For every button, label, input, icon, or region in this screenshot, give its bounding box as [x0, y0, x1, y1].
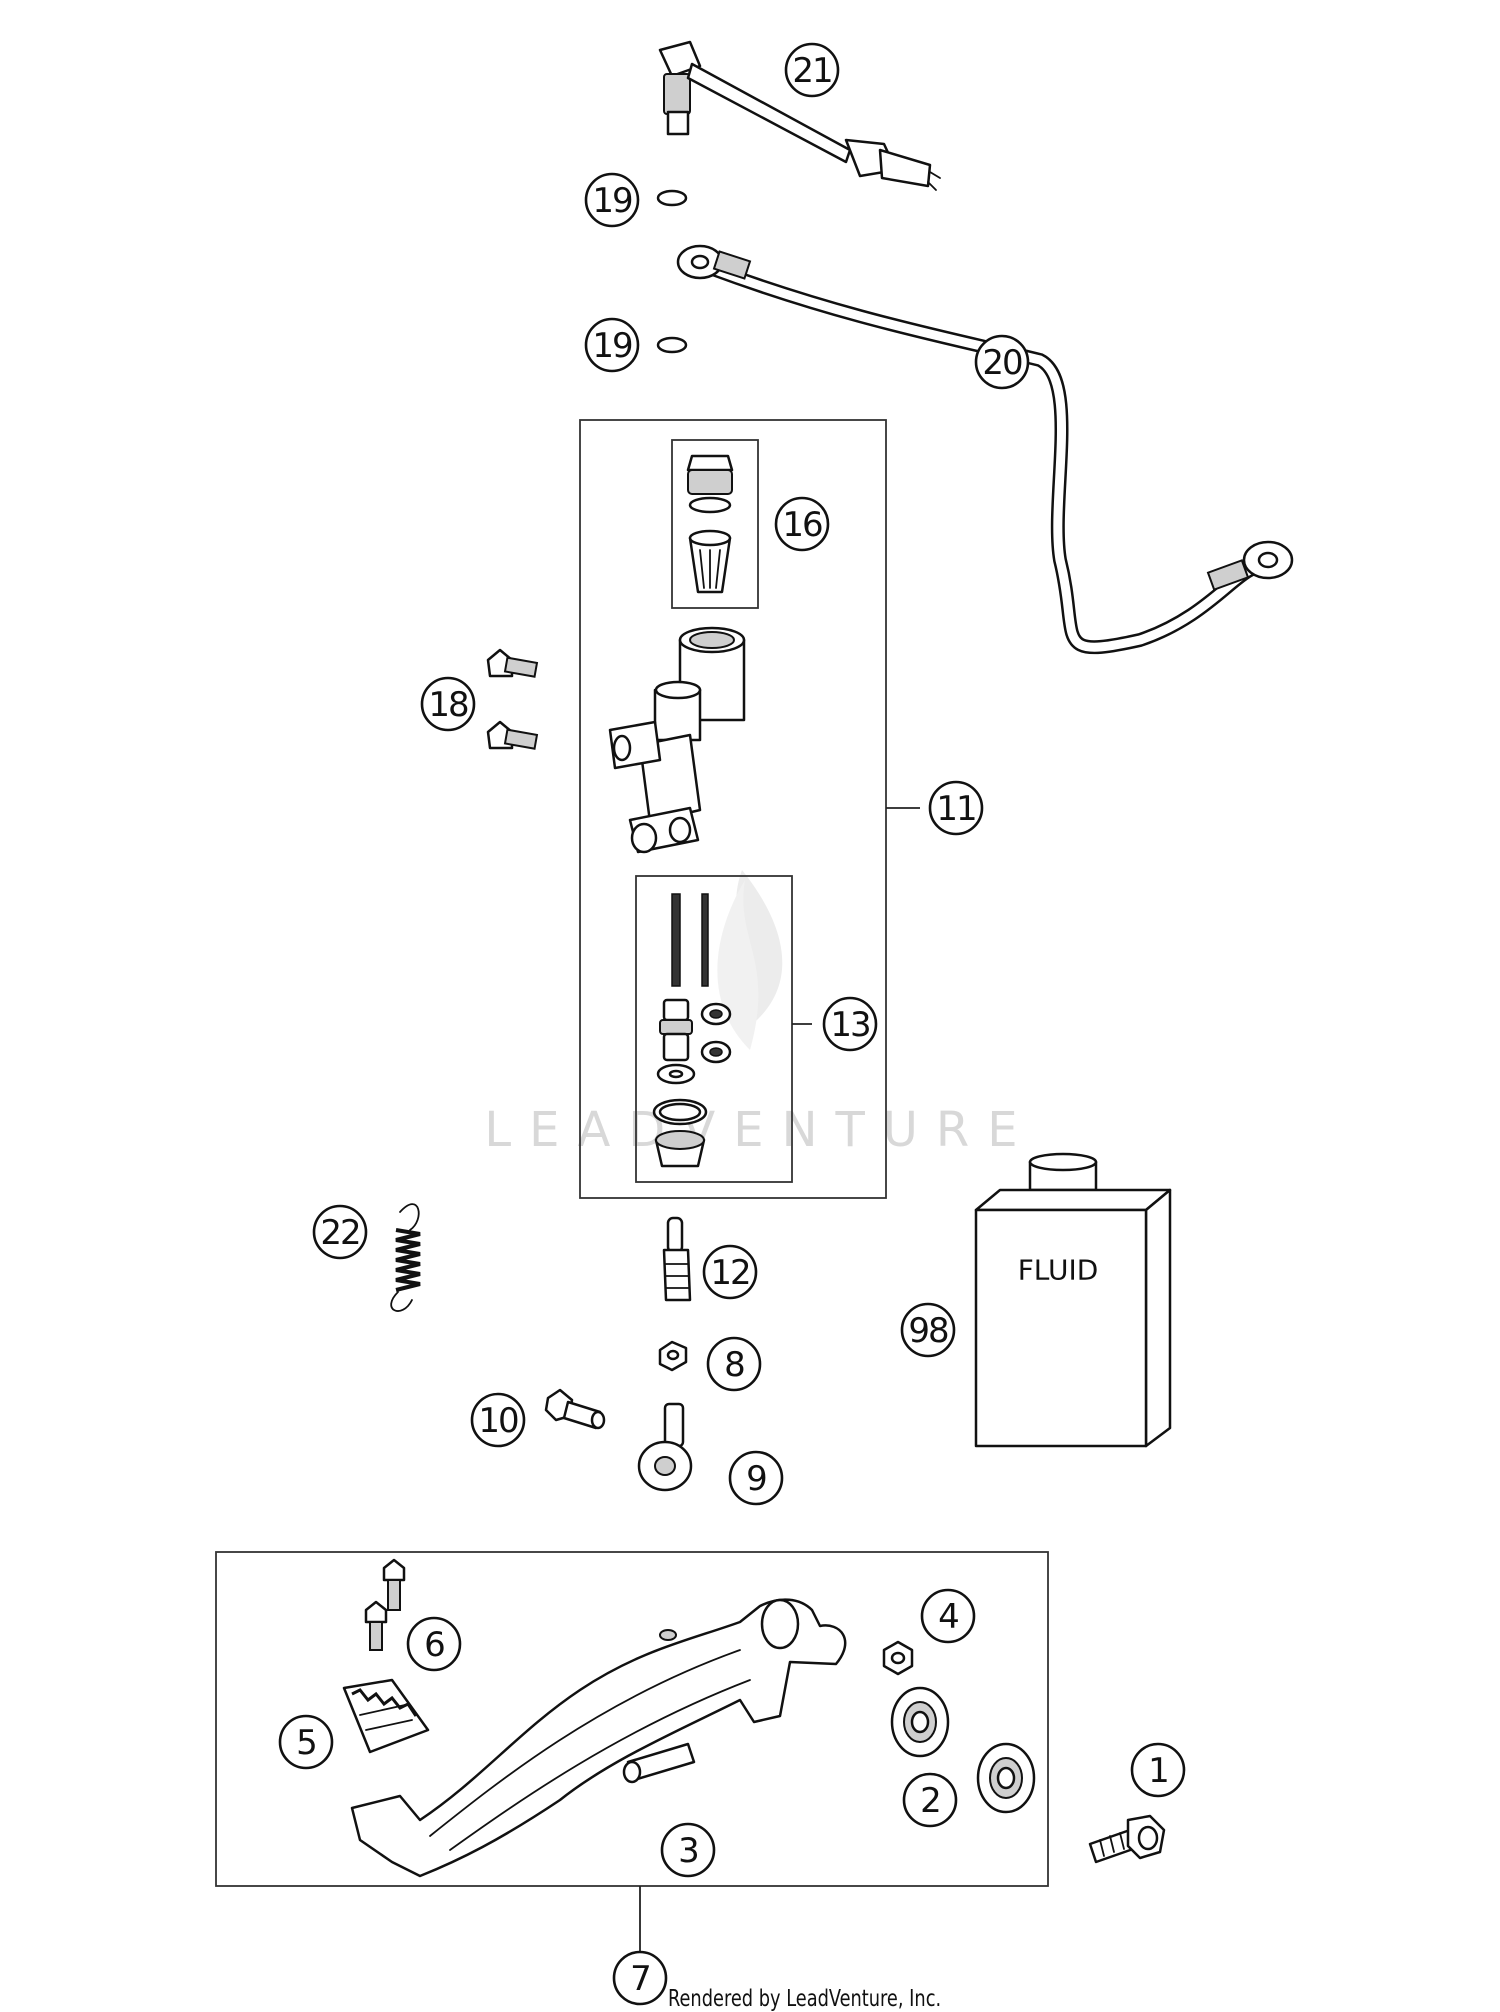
svg-text:9: 9 — [746, 1459, 766, 1499]
callout-8: 8 — [706, 1336, 762, 1392]
svg-text:1: 1 — [1148, 1751, 1168, 1791]
brake-fluid-bottle: FLUID — [974, 1152, 1172, 1448]
brake-light-switch — [658, 40, 941, 191]
svg-text:3: 3 — [678, 1831, 698, 1871]
svg-text:19: 19 — [592, 326, 632, 366]
svg-text:22: 22 — [320, 1213, 359, 1253]
callout-11: 11 — [928, 780, 984, 836]
brake-line — [676, 244, 1294, 655]
master-cylinder-group-box — [579, 419, 887, 1199]
reservoir-cap — [686, 454, 734, 594]
svg-text:12: 12 — [710, 1253, 749, 1293]
svg-text:2: 2 — [920, 1781, 940, 1821]
watermark-logo — [717, 870, 783, 1050]
svg-text:5: 5 — [296, 1723, 316, 1763]
callout-16: 16 — [774, 496, 830, 552]
callout-98: 98 — [900, 1302, 956, 1358]
hex-nut — [658, 1340, 688, 1372]
svg-text:6: 6 — [424, 1625, 444, 1665]
reservoir-cap-box — [671, 439, 759, 609]
brake-pedal-step — [342, 1678, 430, 1754]
foot-brake-lever-group-box — [215, 1551, 1049, 1887]
sealing-ring-lower — [656, 336, 688, 354]
master-cylinder-body — [608, 626, 746, 854]
svg-text:21: 21 — [792, 51, 831, 91]
callout-7: 7 — [612, 1950, 668, 2006]
render-credit: Rendered by LeadVenture, Inc. — [668, 1986, 942, 2012]
svg-text:20: 20 — [982, 343, 1022, 383]
bearings — [890, 1686, 1036, 1814]
callout-20: 20 — [974, 334, 1030, 390]
callout-13: 13 — [822, 996, 878, 1052]
callout-22: 22 — [312, 1204, 368, 1260]
footpeg-screws — [364, 1558, 406, 1651]
callout-18: 18 — [420, 676, 476, 732]
piston-kit — [652, 893, 732, 1168]
leader-lines — [639, 807, 920, 1952]
callout-19-upper: 19 — [584, 172, 640, 228]
callout-4: 4 — [920, 1588, 976, 1644]
brake-lever-arm — [350, 1598, 847, 1878]
callout-19-lower: 19 — [584, 317, 640, 373]
shoulder-bolt — [1088, 1814, 1166, 1864]
lever-nut — [882, 1640, 914, 1676]
svg-text:7: 7 — [630, 1959, 650, 1999]
callout-2: 2 — [902, 1772, 958, 1828]
svg-text:8: 8 — [724, 1345, 744, 1385]
callout-10: 10 — [470, 1392, 526, 1448]
fluid-label: FLUID — [1018, 1254, 1099, 1287]
callout-1: 1 — [1130, 1742, 1186, 1798]
svg-text:4: 4 — [938, 1597, 958, 1637]
piston-kit-box — [635, 875, 793, 1183]
return-spring — [390, 1203, 421, 1312]
callout-3: 3 — [660, 1822, 716, 1878]
bushing-pin — [622, 1742, 696, 1784]
callout-12: 12 — [702, 1244, 758, 1300]
svg-text:16: 16 — [782, 505, 822, 545]
svg-text:10: 10 — [478, 1401, 518, 1441]
callout-21: 21 — [784, 42, 840, 98]
svg-text:19: 19 — [592, 181, 632, 221]
svg-text:18: 18 — [428, 685, 468, 725]
callout-9: 9 — [728, 1450, 784, 1506]
push-rod — [662, 1216, 692, 1302]
svg-text:11: 11 — [936, 789, 975, 829]
pin — [544, 1388, 606, 1430]
callout-6: 6 — [406, 1616, 462, 1672]
sealing-ring-upper — [656, 189, 688, 207]
watermark-text: LEADVENTURE — [484, 1102, 1035, 1158]
callout-5: 5 — [278, 1714, 334, 1770]
screws-pair — [486, 648, 539, 750]
fork-head — [637, 1402, 693, 1492]
svg-text:98: 98 — [908, 1311, 948, 1351]
svg-text:13: 13 — [830, 1005, 869, 1045]
